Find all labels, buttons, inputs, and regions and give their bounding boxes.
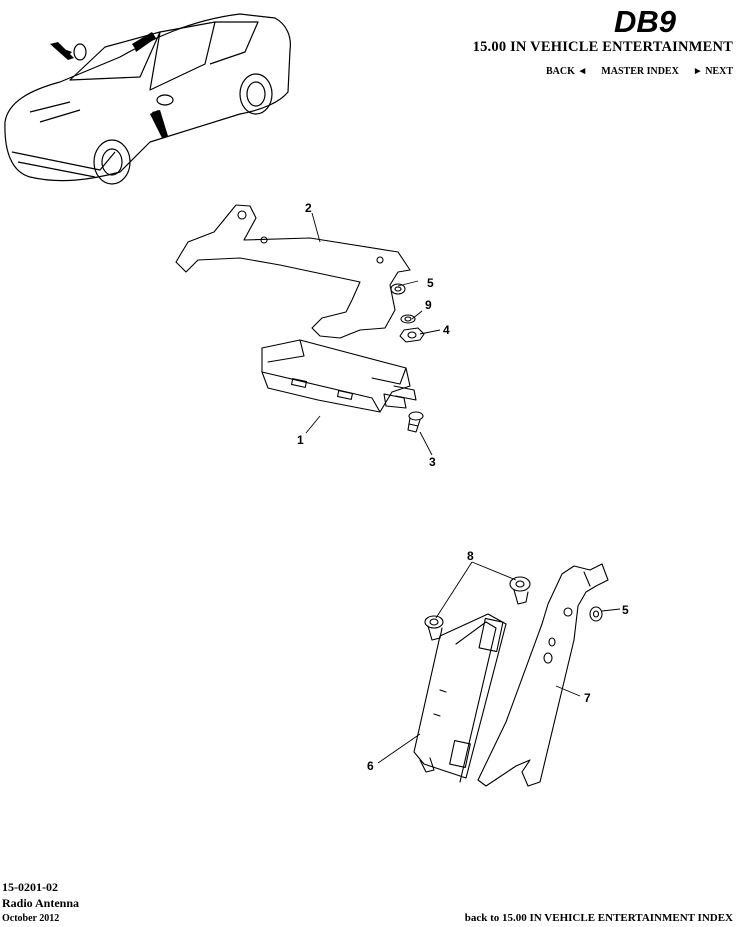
back-to-index-link[interactable]: back to 15.00 IN VEHICLE ENTERTAINMENT I… <box>464 912 733 924</box>
callout-3: 3 <box>429 455 436 469</box>
navigation-bar: BACK ◄ MASTER INDEX ► NEXT <box>546 66 733 77</box>
grommet-8b-shape <box>424 615 444 641</box>
nut-4-shape <box>399 327 425 343</box>
callout-2: 2 <box>305 201 312 215</box>
callout-7: 7 <box>584 691 591 705</box>
db9-logo: DB9 <box>614 4 677 39</box>
callout-9: 9 <box>425 298 432 312</box>
arrow-icon <box>150 110 168 138</box>
section-title: 15.00 IN VEHICLE ENTERTAINMENT <box>472 39 733 55</box>
callout-5: 5 <box>427 276 434 290</box>
callout-8: 8 <box>467 549 474 563</box>
nut-5-shape <box>390 283 406 295</box>
callout-6: 6 <box>367 759 374 773</box>
logo-text: DB9 <box>614 4 677 39</box>
back-link[interactable]: BACK ◄ <box>546 66 588 77</box>
publication-date: October 2012 <box>2 913 60 924</box>
car-locator-illustration <box>4 13 291 185</box>
callout-5b: 5 <box>622 603 629 617</box>
grommet-8a-shape <box>509 576 531 605</box>
bracket-2-shape <box>175 204 411 339</box>
arrow-icon <box>132 32 156 52</box>
nut-5b-shape <box>589 606 603 622</box>
antenna-module-6-shape <box>413 613 507 783</box>
screw-3-shape <box>407 411 424 433</box>
master-index-link[interactable]: MASTER INDEX <box>601 66 679 77</box>
next-link[interactable]: ► NEXT <box>692 66 733 77</box>
part-code: 15-0201-02 <box>2 880 58 894</box>
part-name: Radio Antenna <box>2 896 80 910</box>
callout-4: 4 <box>443 323 450 337</box>
washer-9-shape <box>400 314 416 324</box>
bracket-7-shape <box>477 563 609 787</box>
antenna-module-1-shape <box>261 339 417 413</box>
arrow-icon <box>50 42 74 60</box>
callout-1: 1 <box>297 433 304 447</box>
